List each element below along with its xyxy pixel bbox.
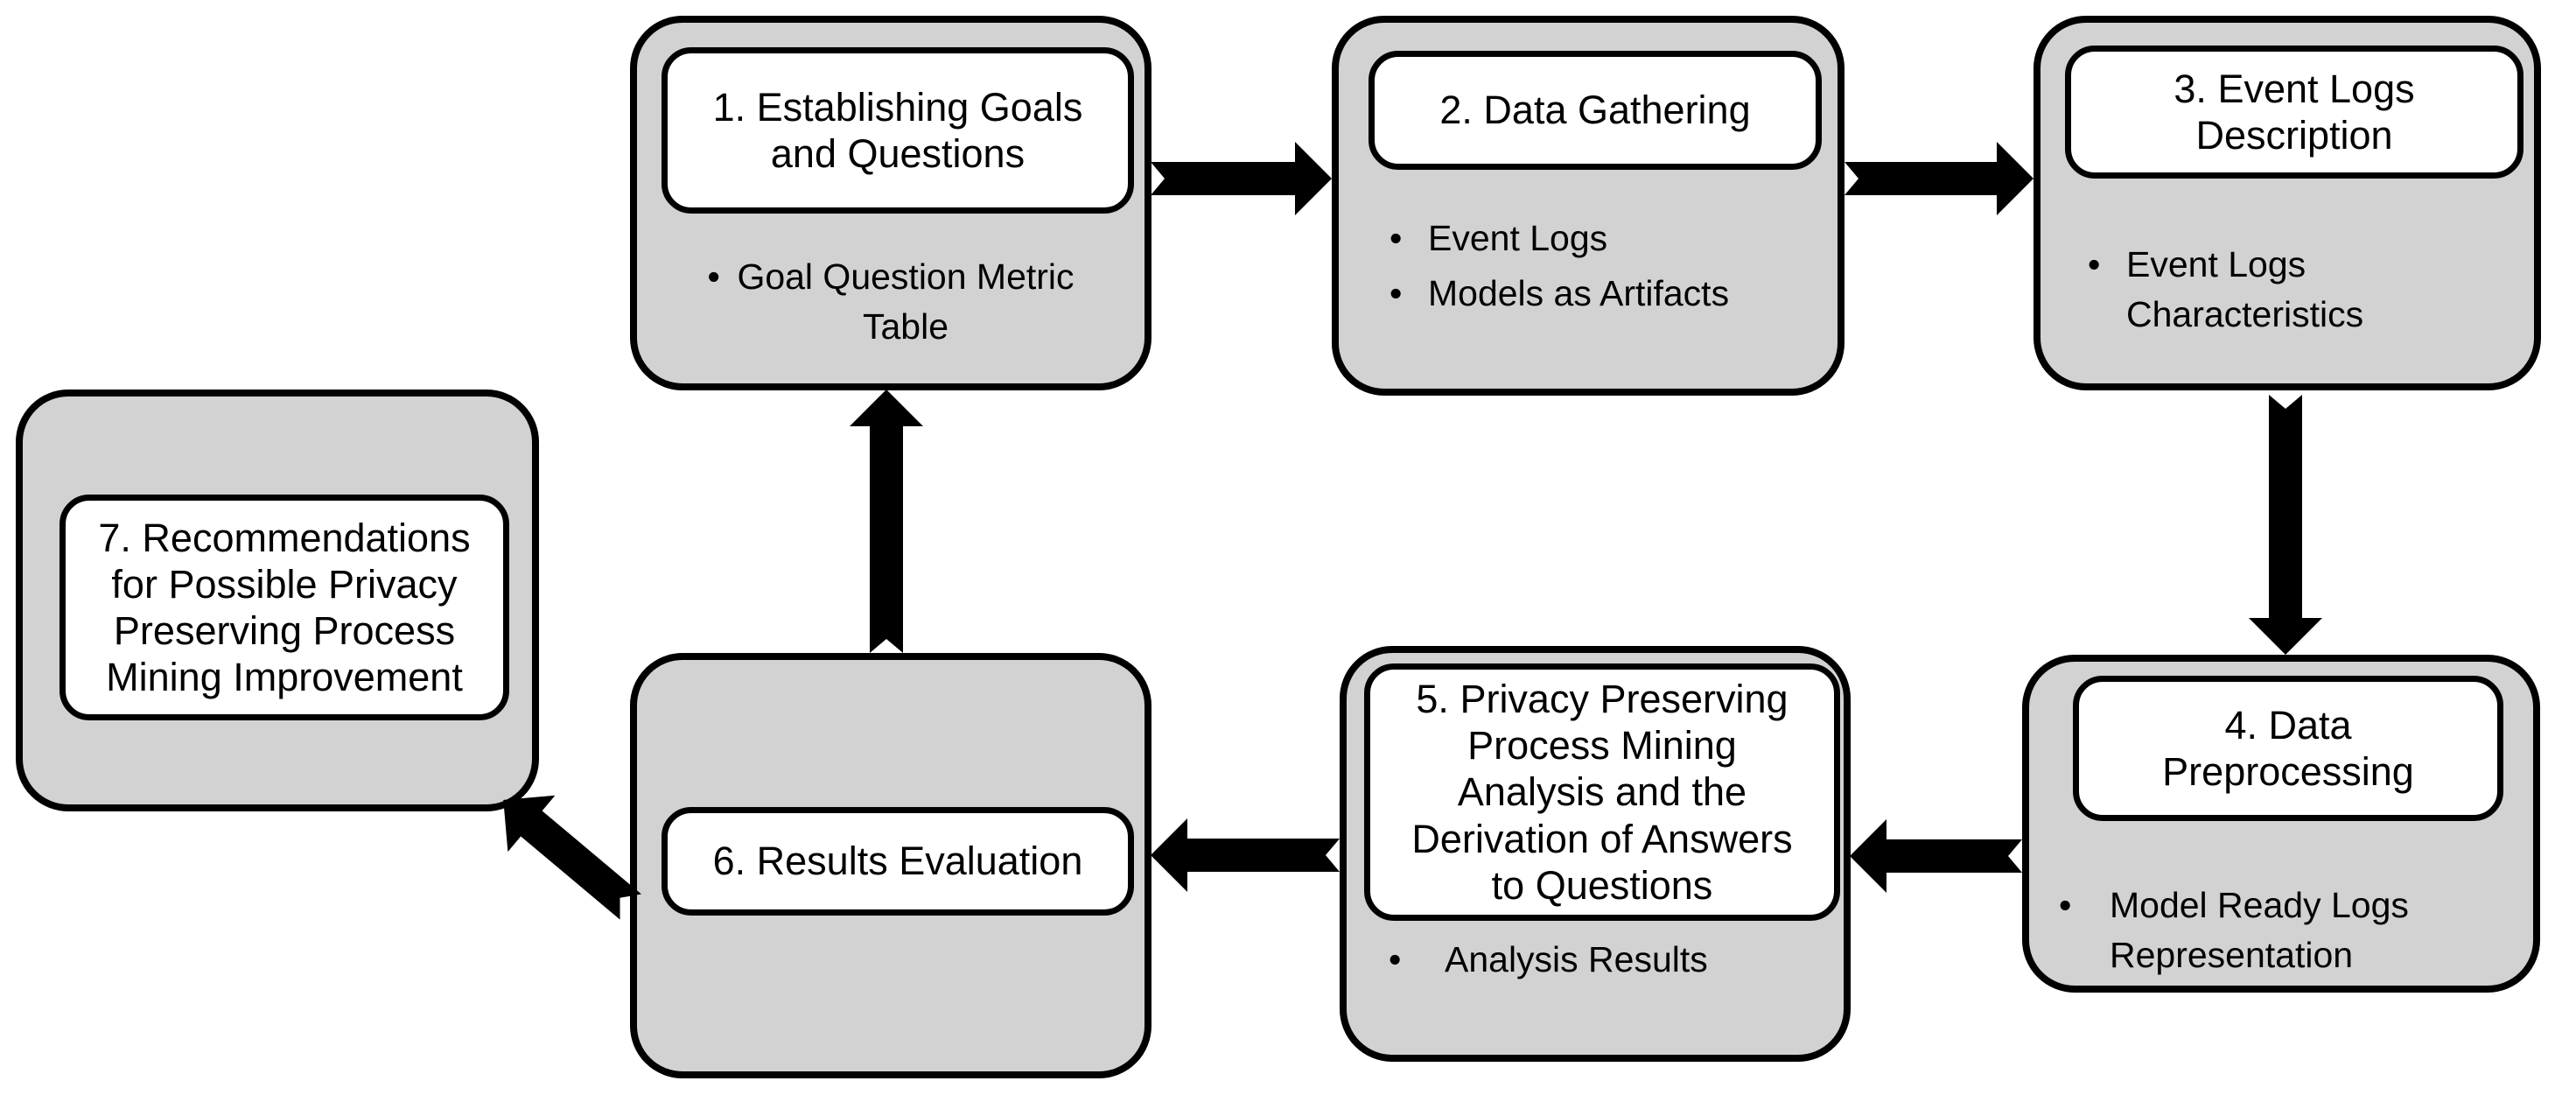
step-6-box: 6. Results Evaluation [630,653,1152,1078]
left-arrow-icon [1151,818,1340,892]
up-left-arrow-icon [503,795,641,920]
step-6-title-box: 6. Results Evaluation [662,807,1134,916]
step-1-title: 1. Establishing Goals and Questions [712,84,1083,176]
bullet-marker [1389,935,1445,985]
right-arrow-icon [1844,142,2034,215]
down-arrow-icon [2249,395,2322,655]
arrow-step6-to-step7 [480,772,654,935]
arrow-step6-to-step1 [850,390,923,653]
list-item: Analysis Results [1389,935,1826,985]
left-arrow-icon [1850,819,2022,893]
step-1-title-box: 1. Establishing Goals and Questions [662,47,1134,214]
step-7-title-box: 7. Recommendations for Possible Privacy … [60,495,509,720]
step-4-box: 4. Data Preprocessing Model Ready Logs R… [2022,655,2540,993]
step-5-bullets: Analysis Results [1389,935,1826,990]
bullet-text: Event Logs Characteristics [2126,244,2364,335]
step-2-title: 2. Data Gathering [1439,88,1751,133]
right-arrow-icon [1151,142,1332,215]
list-item: Models as Artifacts [1390,269,1820,319]
arrow-step2-to-step3 [1844,142,2034,215]
step-4-bullets: Model Ready Logs Representation [2059,881,2516,986]
step-2-title-box: 2. Data Gathering [1368,51,1822,170]
step-4-title: 4. Data Preprocessing [2162,702,2414,794]
bullet-text: Model Ready Logs Representation [2110,885,2409,976]
step-3-title-box: 3. Event Logs Description [2065,46,2524,179]
bullet-text: Analysis Results [1445,939,1708,979]
step-1-box: 1. Establishing Goals and Questions Goal… [630,16,1152,390]
step-2-bullets: Event Logs Models as Artifacts [1390,214,1820,325]
list-item: Model Ready Logs Representation [2059,881,2516,981]
bullet-text: Event Logs [1428,218,1608,258]
bullet-marker [1390,269,1428,319]
bullet-marker [2059,881,2110,930]
arrow-step5-to-step6 [1151,818,1340,892]
bullet-marker [707,252,737,302]
arrow-step3-to-step4 [2249,395,2322,655]
step-5-title: 5. Privacy Preserving Process Mining Ana… [1411,677,1793,908]
step-6-title: 6. Results Evaluation [712,839,1083,884]
step-1-bullets: Goal Question Metric Table [654,252,1127,358]
step-5-title-box: 5. Privacy Preserving Process Mining Ana… [1364,663,1840,921]
step-3-bullets: Event Logs Characteristics [2088,240,2516,346]
list-item: Goal Question Metric Table [707,252,1074,353]
bullet-text: Models as Artifacts [1428,273,1730,314]
bullet-marker [2088,240,2126,290]
arrow-step1-to-step2 [1151,142,1332,215]
up-arrow-icon [850,390,923,653]
arrow-step4-to-step5 [1850,819,2022,893]
step-2-box: 2. Data Gathering Event Logs Models as A… [1332,16,1844,396]
step-4-title-box: 4. Data Preprocessing [2073,676,2503,821]
bullet-text: Goal Question Metric Table [737,256,1074,347]
bullet-marker [1390,214,1428,263]
step-5-box: 5. Privacy Preserving Process Mining Ana… [1340,646,1851,1062]
step-7-title: 7. Recommendations for Possible Privacy … [98,515,471,700]
list-item: Event Logs [1390,214,1820,263]
step-7-box: 7. Recommendations for Possible Privacy … [16,390,539,811]
list-item: Event Logs Characteristics [2088,240,2516,340]
step-3-box: 3. Event Logs Description Event Logs Cha… [2034,16,2541,390]
step-3-title: 3. Event Logs Description [2174,66,2415,158]
